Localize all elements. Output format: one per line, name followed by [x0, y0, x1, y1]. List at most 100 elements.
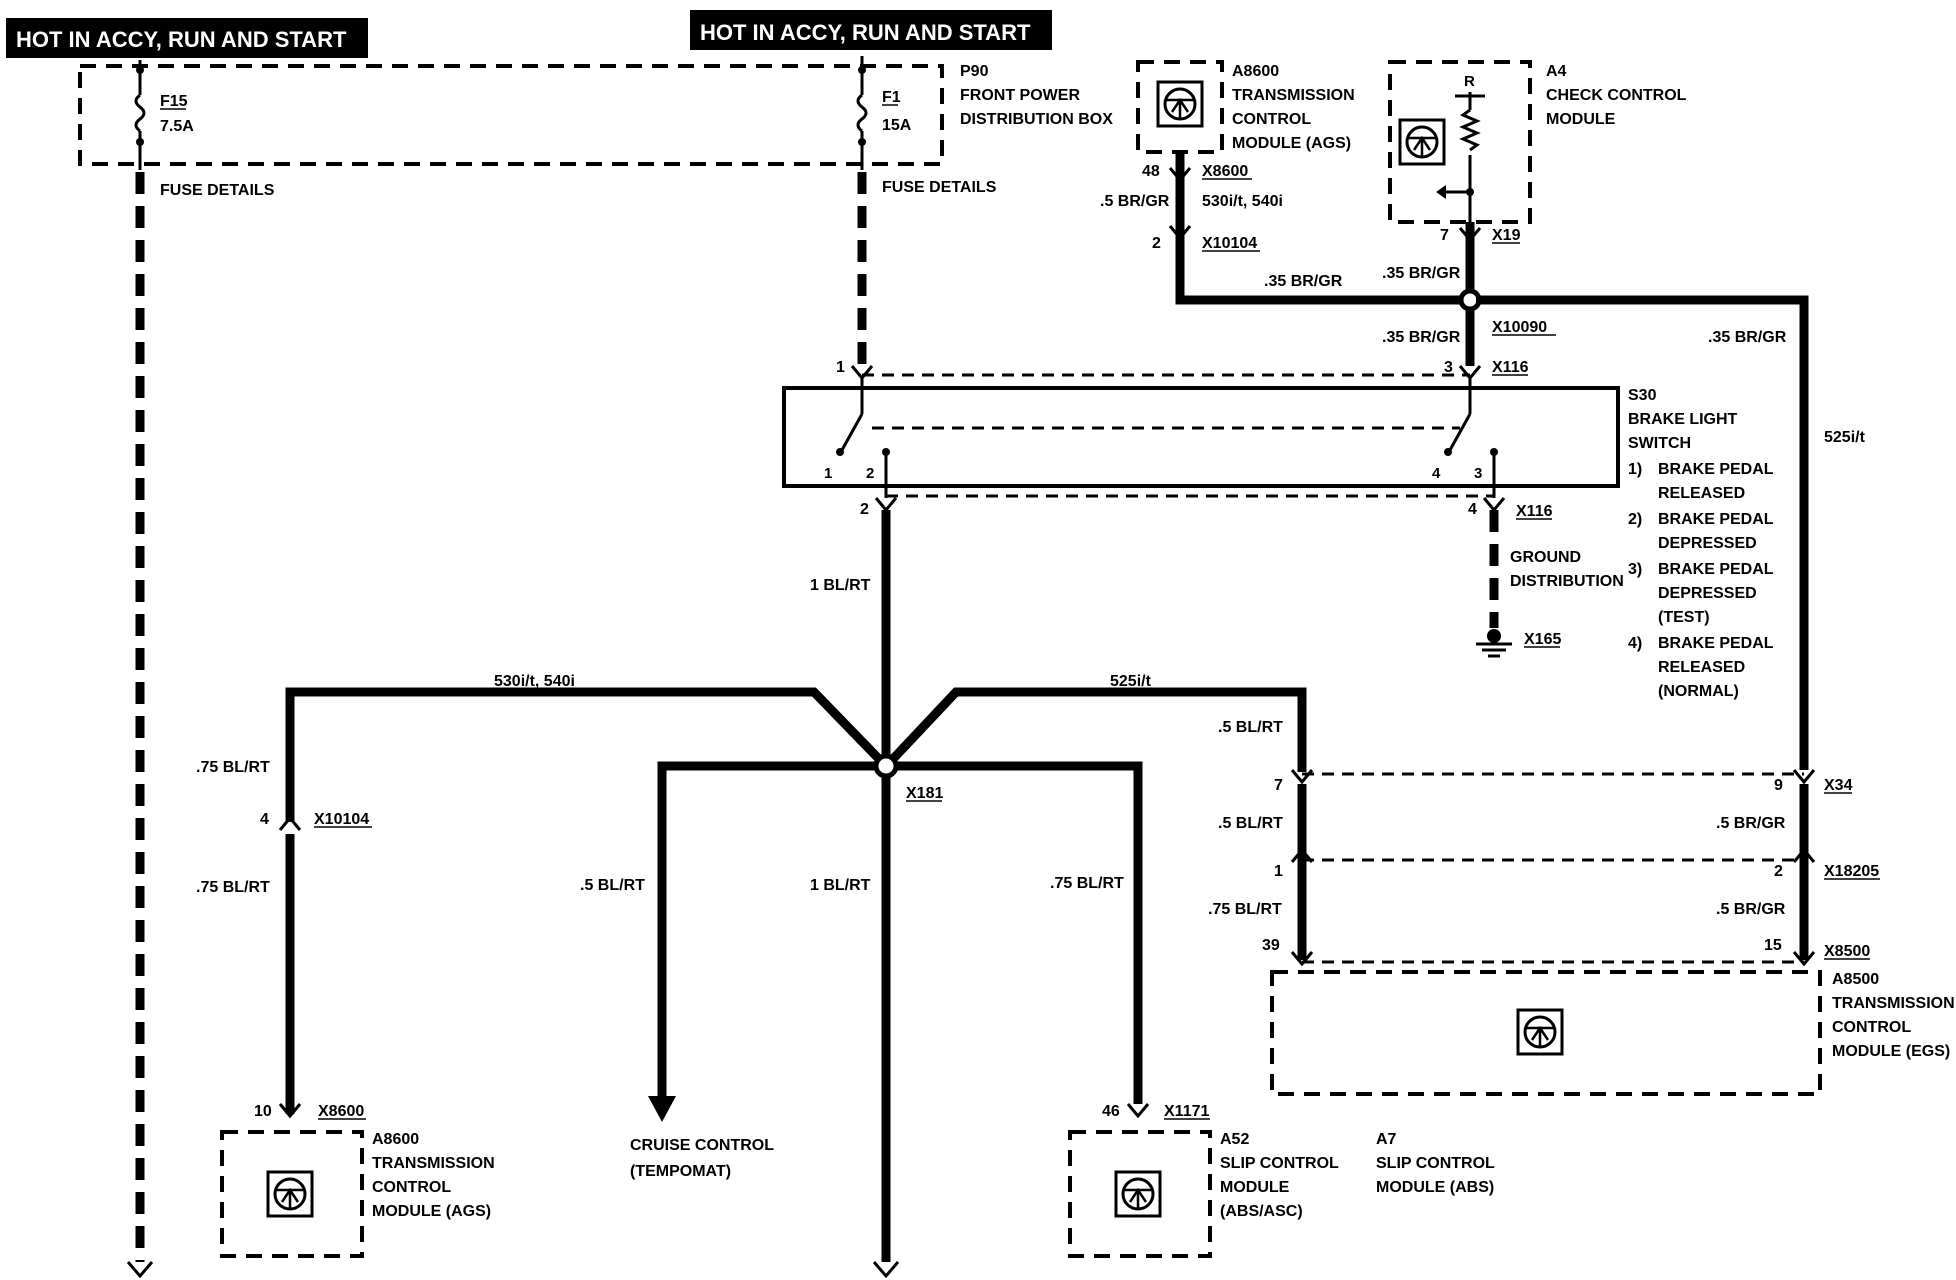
switch-note-2-line1: BRAKE PEDAL [1658, 511, 1774, 528]
abs-id: A52 [1220, 1131, 1249, 1148]
ags-bottom-wire-top: .75 BL/RT [196, 759, 270, 776]
cruise-line1: CRUISE CONTROL [630, 1137, 774, 1154]
switch-id: S30 [1628, 387, 1657, 404]
fuse-details-left: FUSE DETAILS [160, 182, 275, 199]
ags-top-line1: TRANSMISSION [1232, 87, 1355, 104]
switch-note-2-line2: DEPRESSED [1658, 535, 1757, 552]
splice-top-wire-left: .35 BR/GR [1264, 273, 1343, 290]
check-control-arrow [1436, 185, 1446, 199]
abs-connector: X1171 [1164, 1103, 1209, 1120]
fuse-f1-element [856, 93, 868, 133]
ags-top-variant: 530i/t, 540i [1202, 193, 1283, 210]
fuse-f15-element [134, 93, 146, 133]
fuse-f15-terminal-bottom [136, 138, 144, 146]
check-control-connector: X19 [1492, 227, 1521, 244]
ags-bottom-id: A8600 [372, 1131, 419, 1148]
egs-connector-a: X34 [1824, 777, 1853, 794]
egs-id: A8500 [1832, 971, 1879, 988]
fuse-f1-id: F1 [882, 89, 901, 106]
egs-connector-c: X8500 [1824, 943, 1870, 960]
abs-pin: 46 [1102, 1103, 1120, 1120]
switch-inner-pin1: 1 [824, 465, 832, 482]
splice-top-variant-right: 525i/t [1824, 429, 1866, 446]
splice-top-wire-right: .35 BR/GR [1708, 329, 1787, 346]
abs-connector-mark [1126, 1103, 1150, 1119]
egs-module-icon [1516, 1008, 1564, 1056]
abs-alt-line1: SLIP CONTROL [1376, 1155, 1495, 1172]
splice-bottom-wire-abs: .75 BL/RT [1050, 875, 1124, 892]
splice-top-wire-down: .35 BR/GR [1382, 329, 1461, 346]
abs-line2: MODULE [1220, 1179, 1290, 1196]
ags-top-line3: MODULE (AGS) [1232, 135, 1351, 152]
switch-note-1-num: 1) [1628, 461, 1642, 478]
switch-inner-pin2: 2 [866, 465, 874, 482]
wire-x181-to-egs [888, 687, 1307, 772]
egs-connector-b: X18205 [1824, 863, 1879, 880]
ground-connector: X165 [1524, 631, 1561, 648]
switch-note-3-line1: BRAKE PEDAL [1658, 561, 1774, 578]
abs-module-icon [1114, 1170, 1162, 1218]
cruise-arrow-icon [648, 1096, 676, 1122]
splice-top-connector: X10090 [1492, 319, 1547, 336]
wire-splice-to-right [1476, 295, 1809, 770]
switch-inner-pin3: 3 [1474, 465, 1482, 482]
ags-bottom-connector-mark [278, 1103, 302, 1119]
ags-top-inline-connector: X10104 [1202, 235, 1257, 252]
egs-wire-c-left: .75 BL/RT [1208, 901, 1282, 918]
fuse-f1-rating: 15A [882, 117, 912, 134]
abs-line1: SLIP CONTROL [1220, 1155, 1339, 1172]
switch-left-blade [840, 413, 864, 451]
abs-alt-id: A7 [1376, 1131, 1397, 1148]
switch-note-4-line1: BRAKE PEDAL [1658, 635, 1774, 652]
check-control-pin: 7 [1440, 227, 1449, 244]
wire-ags-top-to-splice [1175, 154, 1472, 305]
banner-left-text: HOT IN ACCY, RUN AND START [16, 27, 347, 52]
egs-line3: MODULE (EGS) [1832, 1043, 1950, 1060]
splice-bottom-variant-right: 525i/t [1110, 673, 1152, 690]
wire-x181-to-ags-bottom [285, 687, 884, 822]
fuse-f1-terminal-bottom [858, 138, 866, 146]
switch-right-contact-4 [1444, 448, 1452, 456]
egs-pin-a: 7 [1274, 777, 1283, 794]
egs-wire-c-right: .5 BR/GR [1716, 901, 1786, 918]
fuse-f15-id: F15 [160, 93, 188, 110]
egs-pin-f: 15 [1764, 937, 1782, 954]
switch-bottom-connector-marks [874, 497, 1506, 513]
ags-bottom-module-icon [266, 1170, 314, 1218]
egs-wire-b-right: .5 BR/GR [1716, 815, 1786, 832]
switch-notes: 1) BRAKE PEDAL RELEASED 2) BRAKE PEDAL D… [1628, 461, 1774, 700]
fuse-f15-terminal-top [136, 66, 144, 74]
fuse-box-name-line1: FRONT POWER [960, 87, 1080, 104]
switch-note-4-line2: RELEASED [1658, 659, 1745, 676]
splice-bottom-connector: X181 [906, 785, 943, 802]
ground-line2: DISTRIBUTION [1510, 573, 1624, 590]
egs-pin-e: 39 [1262, 937, 1280, 954]
switch-name-line1: BRAKE LIGHT [1628, 411, 1738, 428]
switch-note-1-line2: RELEASED [1658, 485, 1745, 502]
ags-top-connector: X8600 [1202, 163, 1248, 180]
ags-bottom-line2: CONTROL [372, 1179, 451, 1196]
banner-left: HOT IN ACCY, RUN AND START [6, 18, 368, 58]
egs-x8500-marks [1290, 951, 1816, 967]
switch-pin-bottom-right: 4 [1468, 501, 1477, 518]
switch-inner-pin4: 4 [1432, 465, 1441, 482]
switch-name-line2: SWITCH [1628, 435, 1691, 452]
ags-top-line2: CONTROL [1232, 111, 1311, 128]
ags-bottom-line1: TRANSMISSION [372, 1155, 495, 1172]
splice-bottom-wire-down: 1 BL/RT [810, 877, 871, 894]
switch-pin-top-left: 1 [836, 359, 845, 376]
wire-x181-to-cruise [657, 761, 876, 1100]
abs-line3: (ABS/ASC) [1220, 1203, 1303, 1220]
ags-top-module-icon [1156, 80, 1204, 128]
cruise-line2: (TEMPOMAT) [630, 1163, 731, 1180]
check-control-resistor [1459, 108, 1481, 152]
splice-bottom-wire-cruise: .5 BL/RT [580, 877, 645, 894]
splice-bottom-variant-left: 530i/t, 540i [494, 673, 575, 690]
check-control-node [1466, 188, 1474, 196]
banner-center-text: HOT IN ACCY, RUN AND START [700, 20, 1031, 45]
switch-pin-top-right: 3 [1444, 359, 1453, 376]
ags-bottom-inline-connector: X10104 [314, 811, 369, 828]
egs-wire-a: .5 BL/RT [1218, 719, 1283, 736]
switch-left-contact-1 [836, 448, 844, 456]
